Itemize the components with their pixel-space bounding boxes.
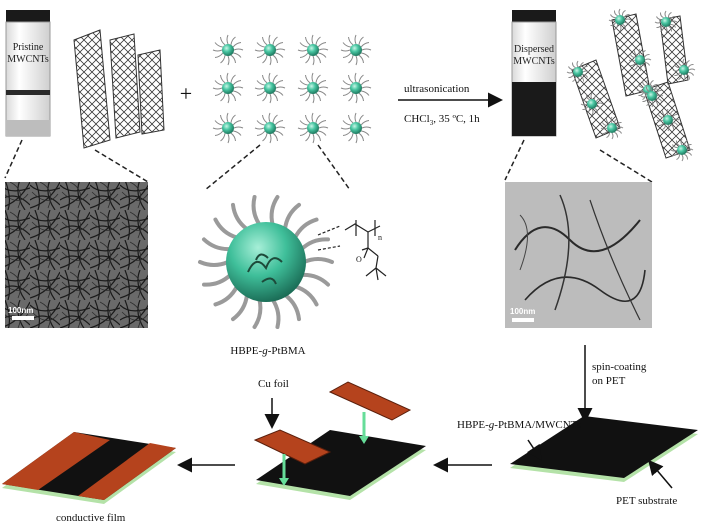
polymer-arm — [251, 195, 262, 227]
attached-particle — [656, 108, 680, 132]
polymer-arm — [269, 195, 280, 227]
ptbma-structure — [317, 220, 387, 281]
composite-pointer — [527, 439, 542, 461]
polymer-arm — [198, 260, 230, 267]
hbpe-particle — [254, 112, 286, 144]
spin-coating-label-2: on PET — [592, 375, 626, 387]
dispersed-label-1: Dispersed — [514, 44, 554, 55]
tem-left-scale: 100nm — [8, 306, 33, 315]
pristine-nanotubes — [73, 29, 165, 149]
attached-particle — [628, 48, 652, 72]
hbpe-particles-grid — [212, 34, 372, 144]
hbpe-particle — [297, 34, 329, 66]
attached-particle — [608, 8, 632, 32]
attached-particle — [654, 10, 678, 34]
cu-foil-right — [328, 381, 412, 421]
tem-right-scale: 100nm — [510, 307, 535, 316]
polymer-arm — [201, 237, 233, 252]
hbpe-particle — [212, 112, 244, 144]
plus-sign: + — [180, 81, 192, 106]
zoom-line-mid-b — [317, 144, 351, 191]
zoom-line-left-a — [4, 139, 23, 179]
substrate-pointer — [648, 459, 673, 489]
dispersed-nanotubes — [566, 8, 696, 162]
polymer-arm — [283, 292, 301, 322]
polymer-arm — [293, 284, 319, 307]
polymer-arm — [213, 217, 239, 240]
attached-particle — [580, 92, 604, 116]
polymer-arm — [270, 297, 281, 329]
polymer-arm — [299, 272, 331, 287]
polymer-arm — [293, 217, 319, 240]
repeat-n: n — [378, 233, 382, 242]
polymer-arm — [299, 237, 331, 252]
zoom-line-mid-a — [204, 144, 261, 191]
zoom-line-left-b — [94, 149, 149, 183]
conductive-film — [2, 432, 176, 504]
reaction-condition-2: CHCl3, 35 ºC, 1h — [404, 113, 480, 127]
hbpe-particle — [254, 34, 286, 66]
hbpe-particle — [340, 72, 372, 104]
dispersed-vial: Dispersed MWCNTs — [511, 10, 557, 137]
conductive-film-label: conductive film — [56, 512, 126, 524]
hbpe-particle — [297, 72, 329, 104]
hbpe-particle — [212, 72, 244, 104]
hbpe-particle — [340, 112, 372, 144]
oxygen-label: O — [356, 255, 362, 264]
attached-particle — [600, 116, 624, 140]
reaction-condition-1: ultrasonication — [404, 83, 470, 95]
zoom-line-right-b — [599, 149, 653, 183]
polymer-arm — [302, 257, 334, 264]
tem-image-pristine: 100nm — [5, 182, 148, 328]
polymer-arm — [231, 292, 249, 322]
polymer-arm — [231, 202, 249, 232]
dispersed-label-2: MWCNTs — [513, 56, 555, 67]
substrate-label: PET substrate — [616, 495, 677, 507]
polymer-arm — [283, 202, 301, 232]
attached-particle — [672, 58, 696, 82]
hbpe-particle — [340, 34, 372, 66]
hbpe-particle — [297, 112, 329, 144]
pristine-label-1: Pristine — [13, 42, 44, 53]
hbpe-particle — [212, 34, 244, 66]
hbpe-ptbma-label: HBPE-g-PtBMA — [230, 345, 305, 357]
spin-coating-label-1: spin-coating — [592, 361, 647, 373]
hbpe-particle — [254, 72, 286, 104]
polymer-arm — [213, 284, 239, 307]
cu-foil-left — [253, 429, 332, 465]
attached-particle — [670, 138, 694, 162]
pristine-label-2: MWCNTs — [7, 54, 49, 65]
attached-particle — [566, 60, 590, 84]
polymer-arm — [201, 272, 233, 287]
cu-foil-label: Cu foil — [258, 378, 289, 390]
film-with-cu-foil — [253, 381, 426, 500]
attached-particle — [640, 84, 664, 108]
tem-image-dispersed: 100nm — [505, 182, 652, 328]
composite-label: HBPE-g-PtBMA/MWCNTs — [457, 419, 581, 431]
coated-film — [510, 416, 698, 482]
pristine-vial: Pristine MWCNTs — [5, 10, 51, 137]
zoom-line-right-a — [504, 139, 525, 181]
hbpe-ptbma-particle — [198, 195, 334, 329]
polymer-arm — [252, 297, 263, 329]
